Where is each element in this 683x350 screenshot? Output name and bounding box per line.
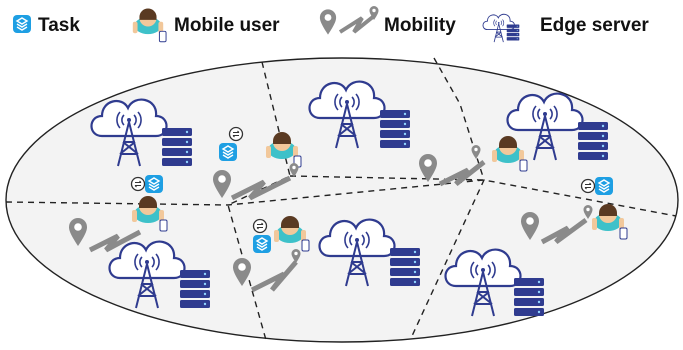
edge-server-legend-icon	[482, 13, 520, 43]
mobile-user-2	[69, 174, 168, 253]
legend-task-label: Task	[38, 15, 80, 36]
legend-edge-server-label: Edge server	[540, 15, 649, 36]
mobile-user-legend-icon	[132, 8, 167, 43]
mobile-user-1	[213, 126, 302, 201]
legend-mobile-user-label: Mobile user	[174, 15, 280, 36]
mobile-user-4	[419, 135, 528, 187]
mobile-user-3	[233, 215, 310, 293]
task-legend-icon	[12, 14, 32, 34]
mobility-legend-icon	[319, 6, 379, 35]
legend-mobility-label: Mobility	[384, 15, 456, 36]
legend: Task Mobile user Mobility Edge server	[12, 6, 649, 43]
mobile-user-5	[521, 176, 628, 245]
